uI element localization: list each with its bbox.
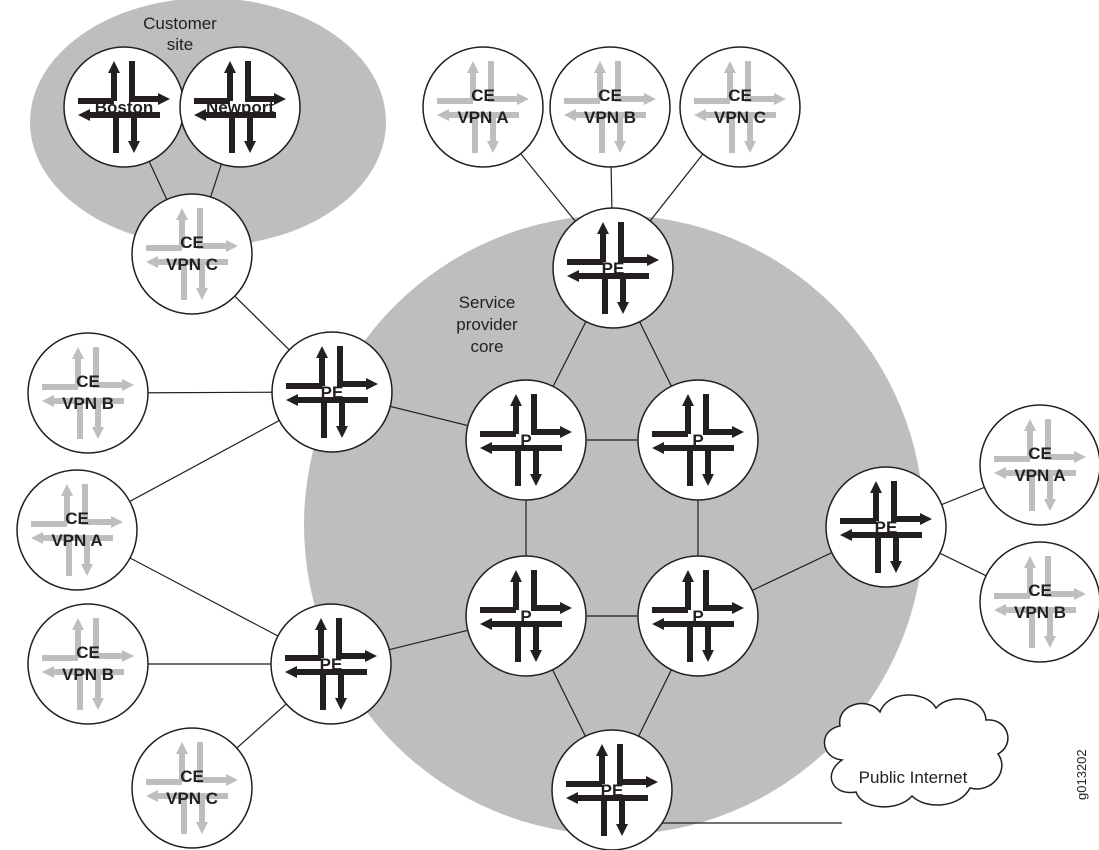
node-ce-c-top: CE VPN C xyxy=(679,46,801,168)
node-ce-a-right: CE VPN A xyxy=(979,404,1099,526)
node-label-line1: PE xyxy=(321,383,344,402)
node-label-line2: VPN B xyxy=(584,108,636,127)
core-label-line1: Service xyxy=(459,293,516,312)
figure-id: g013202 xyxy=(1074,749,1089,800)
node-label-line1: PE xyxy=(320,655,343,674)
region-labels: Customer site Service provider core xyxy=(143,14,518,356)
cloud-icon xyxy=(823,694,1009,808)
node-label-line1: PE xyxy=(602,259,625,278)
node-ce-b-left: CE VPN B xyxy=(27,332,149,454)
node-label-line1: CE xyxy=(65,509,89,528)
node-circle xyxy=(637,379,759,501)
node-ce-a-left: CE VPN A xyxy=(16,469,138,591)
node-label-line1: CE xyxy=(76,643,100,662)
node-circle xyxy=(552,207,674,329)
node-label-line2: VPN C xyxy=(714,108,766,127)
node-ce-a-top: CE VPN A xyxy=(422,46,544,168)
node-newport: Newport xyxy=(179,46,301,168)
node-label-line1: PE xyxy=(875,518,898,537)
node-label-line1: CE xyxy=(1028,581,1052,600)
node-label-line2: VPN B xyxy=(1014,603,1066,622)
node-label-line2: VPN A xyxy=(51,531,102,550)
node-ce-c-bl: CE VPN C xyxy=(131,727,253,849)
node-label-line2: VPN A xyxy=(457,108,508,127)
node-label-line1: CE xyxy=(598,86,622,105)
node-circle xyxy=(465,379,587,501)
node-circle xyxy=(549,46,671,168)
node-circle xyxy=(979,404,1099,526)
node-label-line2: VPN B xyxy=(62,394,114,413)
node-p-br: P xyxy=(637,555,759,677)
node-circle xyxy=(637,555,759,677)
node-label-line2: VPN B xyxy=(62,665,114,684)
node-label-line1: PE xyxy=(601,781,624,800)
node-circle xyxy=(270,603,392,725)
core-label-line2: provider xyxy=(456,315,518,334)
node-p-tl: P xyxy=(465,379,587,501)
node-ce-b-top: CE VPN B xyxy=(549,46,671,168)
node-label-line2: VPN C xyxy=(166,789,218,808)
node-label-line1: CE xyxy=(728,86,752,105)
node-circle xyxy=(131,727,253,849)
node-circle xyxy=(979,541,1099,663)
node-label-line2: VPN C xyxy=(166,255,218,274)
node-ce-b-bl: CE VPN B xyxy=(27,603,149,725)
node-circle xyxy=(27,332,149,454)
node-circle xyxy=(465,555,587,677)
node-circle xyxy=(179,46,301,168)
node-circle xyxy=(551,729,673,850)
node-label-line1: P xyxy=(520,607,531,626)
customer-site-label-line1: Customer xyxy=(143,14,217,33)
node-pe-left: PE xyxy=(271,331,393,453)
node-circle xyxy=(131,193,253,315)
node-circle xyxy=(422,46,544,168)
service-provider-core-region xyxy=(304,215,924,835)
node-pe-top: PE xyxy=(552,207,674,329)
node-label-line1: Newport xyxy=(206,98,274,117)
core-label-line3: core xyxy=(470,337,503,356)
node-ce-c-cust: CE VPN C xyxy=(131,193,253,315)
node-label-line1: P xyxy=(692,607,703,626)
node-label-line2: VPN A xyxy=(1014,466,1065,485)
public-internet-label: Public Internet xyxy=(859,768,968,787)
node-circle xyxy=(679,46,801,168)
node-pe-bl: PE xyxy=(270,603,392,725)
node-label-line1: P xyxy=(692,431,703,450)
node-boston: Boston xyxy=(63,46,185,168)
node-label-line1: CE xyxy=(180,233,204,252)
node-circle xyxy=(27,603,149,725)
node-label-line1: P xyxy=(520,431,531,450)
node-circle xyxy=(16,469,138,591)
cloud-group: Public Internet xyxy=(823,694,1009,808)
node-circle xyxy=(825,466,947,588)
node-pe-bottom: PE xyxy=(551,729,673,850)
node-label-line1: CE xyxy=(180,767,204,786)
node-label-line1: Boston xyxy=(95,98,154,117)
customer-site-label-line2: site xyxy=(167,35,193,54)
node-label-line1: CE xyxy=(471,86,495,105)
node-circle xyxy=(271,331,393,453)
node-label-line1: CE xyxy=(76,372,100,391)
node-pe-right: PE xyxy=(825,466,947,588)
node-p-bl: P xyxy=(465,555,587,677)
node-label-line1: CE xyxy=(1028,444,1052,463)
node-p-tr: P xyxy=(637,379,759,501)
node-ce-b-right: CE VPN B xyxy=(979,541,1099,663)
